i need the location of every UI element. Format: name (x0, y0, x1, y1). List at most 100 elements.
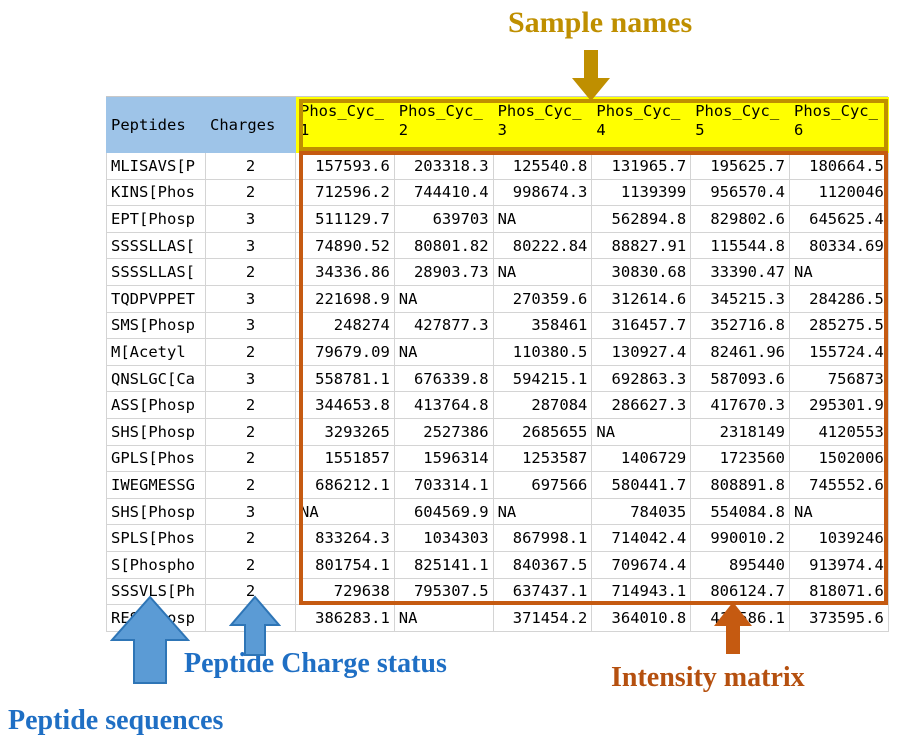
cell-peptide[interactable]: SPLS[Phos (106, 524, 206, 552)
cell-peptide[interactable]: SSSSLLAS[ (106, 231, 206, 260)
column-header-sample-2[interactable]: Phos_Cyc_2 (393, 97, 494, 153)
column-header-charges[interactable]: Charges (205, 97, 296, 153)
column-header-sample-5[interactable]: Phos_Cyc_5 (690, 97, 790, 153)
cell-intensity[interactable]: 808891.8 (690, 471, 790, 499)
cell-peptide[interactable]: SSSSLLAS[ (106, 258, 206, 286)
cell-intensity[interactable]: 33390.47 (690, 258, 790, 286)
cell-intensity[interactable]: 30830.68 (591, 258, 692, 286)
cell-intensity[interactable]: 744410.4 (393, 178, 494, 207)
cell-charge[interactable]: 2 (205, 550, 296, 579)
cell-intensity[interactable]: 1596314 (393, 444, 494, 473)
cell-intensity[interactable]: 131965.7 (591, 152, 692, 180)
cell-intensity[interactable]: 1034303 (393, 524, 494, 552)
cell-intensity[interactable]: 155724.4 (788, 338, 889, 366)
cell-intensity[interactable]: 729638 (295, 577, 395, 606)
cell-intensity[interactable]: 345215.3 (690, 284, 790, 313)
cell-intensity[interactable]: 745552.6 (788, 471, 889, 499)
cell-intensity[interactable]: 80334.69 (788, 231, 889, 260)
cell-intensity[interactable]: 295301.9 (788, 391, 889, 419)
cell-intensity[interactable]: 558781.1 (295, 364, 395, 393)
cell-intensity[interactable]: 645625.4 (788, 205, 889, 233)
cell-intensity[interactable]: 4120553 (788, 417, 889, 446)
cell-intensity[interactable]: 587093.6 (690, 364, 790, 393)
cell-intensity[interactable]: 511129.7 (295, 205, 395, 233)
cell-intensity[interactable]: 998674.3 (492, 178, 593, 207)
cell-charge[interactable]: 3 (205, 205, 296, 233)
cell-intensity[interactable]: 801754.1 (295, 550, 395, 579)
cell-intensity[interactable]: 88827.91 (591, 231, 692, 260)
cell-intensity[interactable]: 829802.6 (690, 205, 790, 233)
cell-intensity[interactable]: NA (492, 205, 593, 233)
cell-intensity[interactable]: NA (295, 497, 395, 526)
cell-intensity[interactable]: 825141.1 (393, 550, 494, 579)
column-header-sample-6[interactable]: Phos_Cyc_6 (788, 97, 889, 153)
cell-peptide[interactable]: M[Acetyl (106, 338, 206, 366)
cell-intensity[interactable]: 714943.1 (591, 577, 692, 606)
cell-intensity[interactable]: 80801.82 (393, 231, 494, 260)
cell-intensity[interactable]: 784035 (591, 497, 692, 526)
cell-intensity[interactable]: 2318149 (690, 417, 790, 446)
cell-intensity[interactable]: 80222.84 (492, 231, 593, 260)
cell-charge[interactable]: 3 (205, 284, 296, 313)
cell-intensity[interactable]: NA (591, 417, 692, 446)
cell-charge[interactable]: 2 (205, 524, 296, 552)
cell-intensity[interactable]: 594215.1 (492, 364, 593, 393)
cell-intensity[interactable]: 316457.7 (591, 311, 692, 340)
cell-intensity[interactable]: 2685655 (492, 417, 593, 446)
cell-intensity[interactable]: 818071.6 (788, 577, 889, 606)
table-row[interactable]: RES[Phosp2386283.1NA371454.2364010.84155… (106, 604, 889, 632)
cell-intensity[interactable]: 203318.3 (393, 152, 494, 180)
cell-intensity[interactable]: 990010.2 (690, 524, 790, 552)
cell-intensity[interactable]: 3293265 (295, 417, 395, 446)
cell-intensity[interactable]: 284286.5 (788, 284, 889, 313)
cell-intensity[interactable]: 639703 (393, 205, 494, 233)
cell-charge[interactable]: 2 (205, 444, 296, 473)
cell-intensity[interactable]: 130927.4 (591, 338, 692, 366)
cell-charge[interactable]: 2 (205, 471, 296, 499)
cell-intensity[interactable]: NA (788, 258, 889, 286)
cell-intensity[interactable]: 427877.3 (393, 311, 494, 340)
cell-intensity[interactable]: 956570.4 (690, 178, 790, 207)
cell-peptide[interactable]: IWEGMESSG (106, 471, 206, 499)
cell-intensity[interactable]: 1406729 (591, 444, 692, 473)
cell-intensity[interactable]: 157593.6 (295, 152, 395, 180)
cell-intensity[interactable]: NA (393, 338, 494, 366)
cell-intensity[interactable]: 364010.8 (591, 604, 692, 632)
cell-intensity[interactable]: 221698.9 (295, 284, 395, 313)
cell-intensity[interactable]: 285275.5 (788, 311, 889, 340)
cell-intensity[interactable]: 28903.73 (393, 258, 494, 286)
cell-intensity[interactable]: NA (393, 284, 494, 313)
cell-intensity[interactable]: 1253587 (492, 444, 593, 473)
cell-peptide[interactable]: ASS[Phosp (106, 391, 206, 419)
cell-peptide[interactable]: QNSLGC[Ca (106, 364, 206, 393)
cell-intensity[interactable]: 1120046 (788, 178, 889, 207)
cell-intensity[interactable]: 74890.52 (295, 231, 395, 260)
cell-intensity[interactable]: 286627.3 (591, 391, 692, 419)
cell-intensity[interactable]: 358461 (492, 311, 593, 340)
cell-intensity[interactable]: 413764.8 (393, 391, 494, 419)
cell-peptide[interactable]: SHS[Phosp (106, 497, 206, 526)
cell-charge[interactable]: 3 (205, 497, 296, 526)
column-header-peptides[interactable]: Peptides (106, 97, 206, 153)
cell-charge[interactable]: 2 (205, 417, 296, 446)
cell-intensity[interactable]: 82461.96 (690, 338, 790, 366)
cell-intensity[interactable]: 125540.8 (492, 152, 593, 180)
cell-intensity[interactable]: 913974.4 (788, 550, 889, 579)
cell-intensity[interactable]: 180664.5 (788, 152, 889, 180)
cell-intensity[interactable]: 371454.2 (492, 604, 593, 632)
cell-charge[interactable]: 3 (205, 311, 296, 340)
